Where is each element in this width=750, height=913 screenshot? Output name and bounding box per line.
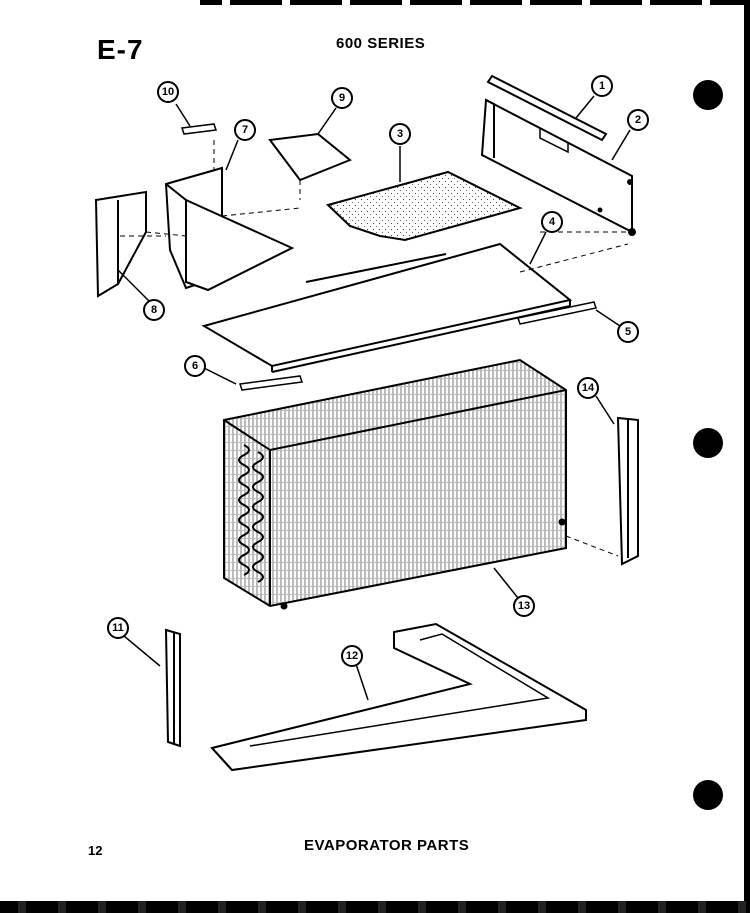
part-9-gusset xyxy=(268,132,352,182)
callout-13: 13 xyxy=(513,595,535,617)
svg-text:2: 2 xyxy=(635,114,641,126)
svg-text:14: 14 xyxy=(582,382,595,394)
svg-text:10: 10 xyxy=(162,86,174,98)
callout-7: 7 xyxy=(234,119,256,141)
svg-text:5: 5 xyxy=(625,326,631,338)
callout-5: 5 xyxy=(617,321,639,343)
callout-1: 1 xyxy=(591,75,613,97)
series-title: 600 SERIES xyxy=(336,35,426,52)
part-4-base-panel xyxy=(201,242,573,373)
callout-12: 12 xyxy=(341,645,363,667)
svg-text:1: 1 xyxy=(599,80,605,92)
svg-text:12: 12 xyxy=(346,650,358,662)
svg-text:13: 13 xyxy=(518,600,530,612)
scan-edge-top xyxy=(200,0,744,5)
part-2-side-panel xyxy=(480,98,636,236)
page-code: E-7 xyxy=(97,34,144,65)
part-13-evaporator-coil xyxy=(223,358,567,610)
part-8-end-bracket xyxy=(94,190,147,298)
part-5-strip xyxy=(517,301,597,325)
part-3-top-panel xyxy=(326,170,523,242)
binder-hole-icon xyxy=(693,80,723,110)
page-number: 12 xyxy=(88,843,103,858)
part-7-bracket xyxy=(164,166,295,292)
svg-text:9: 9 xyxy=(339,92,345,104)
callout-markers: 1 2 3 4 5 6 7 8 9 10 11 12 13 14 xyxy=(107,75,649,667)
callout-9: 9 xyxy=(331,87,353,109)
callout-leaders xyxy=(117,95,631,701)
callout-6: 6 xyxy=(184,355,206,377)
callout-4: 4 xyxy=(541,211,563,233)
dashed-leader-lines xyxy=(120,140,629,557)
callout-2: 2 xyxy=(627,109,649,131)
part-10-clip xyxy=(180,123,218,135)
binder-hole-icon xyxy=(693,428,723,458)
scan-edge-bottom xyxy=(0,901,750,913)
part-6-strip xyxy=(239,375,303,391)
svg-text:7: 7 xyxy=(242,124,248,136)
part-14-side-bracket xyxy=(616,416,639,566)
diagram-caption: EVAPORATOR PARTS xyxy=(304,837,470,854)
svg-text:6: 6 xyxy=(192,360,198,372)
part-1-strip xyxy=(486,74,608,142)
callout-11: 11 xyxy=(107,617,129,639)
part-12-drain-pan xyxy=(210,622,587,772)
svg-text:8: 8 xyxy=(151,304,157,316)
callout-3: 3 xyxy=(389,123,411,145)
callout-14: 14 xyxy=(577,377,599,399)
svg-text:4: 4 xyxy=(549,216,556,228)
svg-text:3: 3 xyxy=(397,128,403,140)
scan-edge-right xyxy=(744,0,750,913)
callout-10: 10 xyxy=(157,81,179,103)
binder-hole-icon xyxy=(693,780,723,810)
part-11-support xyxy=(164,628,181,748)
callout-8: 8 xyxy=(143,299,165,321)
svg-text:11: 11 xyxy=(112,622,124,634)
